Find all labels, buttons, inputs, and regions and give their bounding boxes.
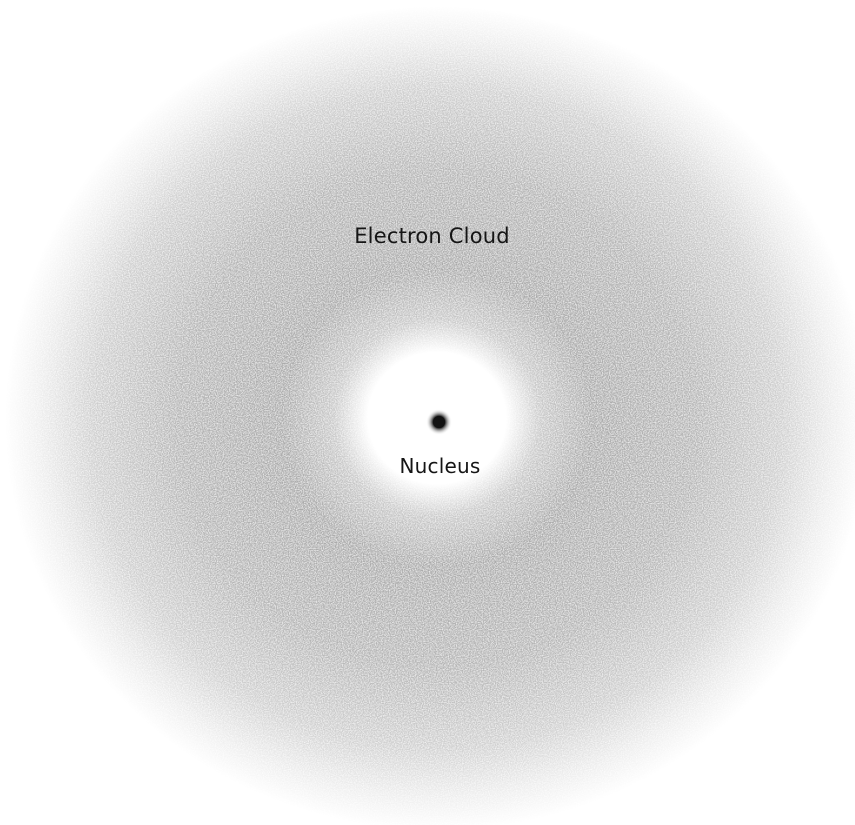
electron-cloud-label: Electron Cloud <box>354 224 510 248</box>
nucleus-dot <box>433 416 445 428</box>
nucleus-label: Nucleus <box>399 454 481 478</box>
